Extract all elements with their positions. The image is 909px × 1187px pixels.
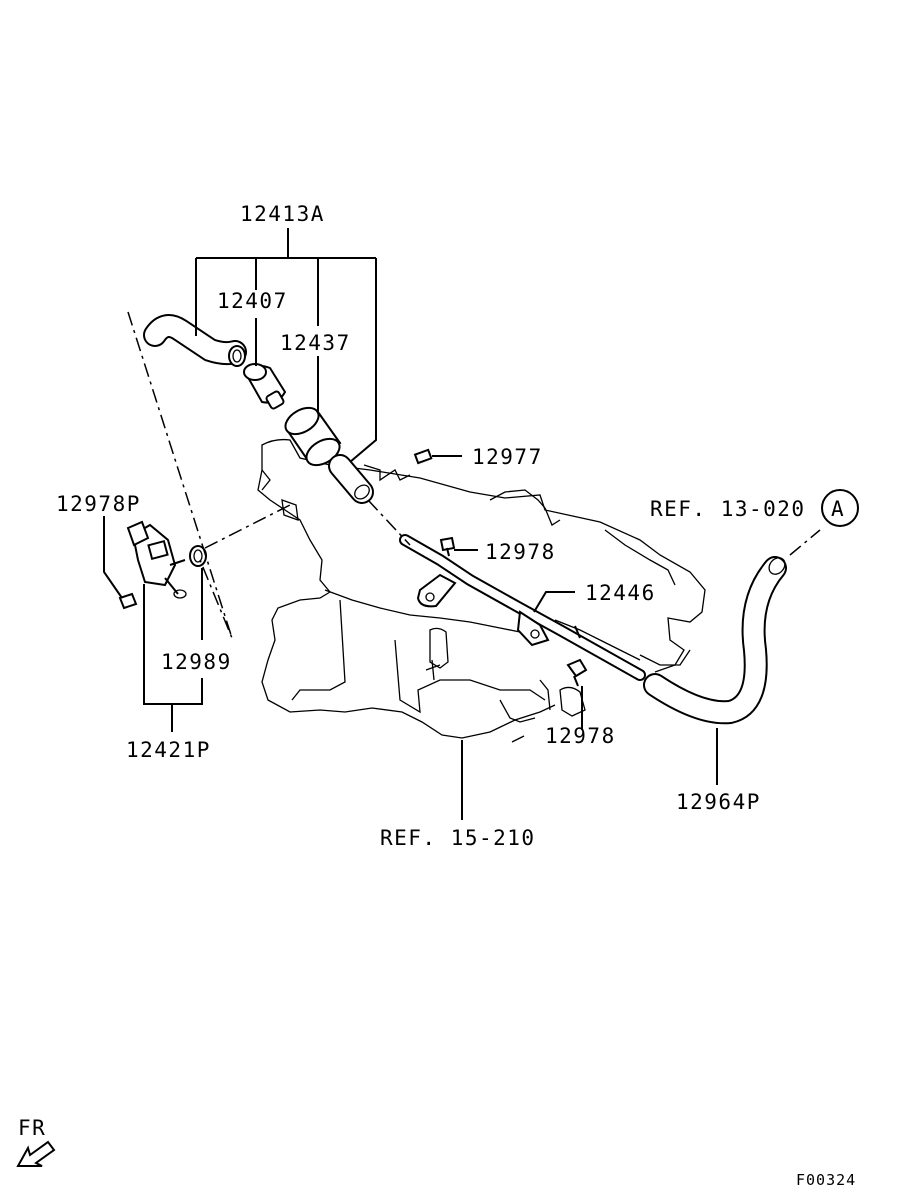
short-hose: [328, 454, 374, 504]
bolt-12978-upper: [439, 536, 456, 557]
label-12421P: 12421P: [126, 738, 211, 762]
connection-lines: [127, 311, 821, 639]
figure-code: F00324: [796, 1171, 856, 1187]
label-12446: 12446: [585, 581, 656, 605]
label-12413A: 12413A: [240, 202, 325, 226]
connector-a-marker: A: [821, 489, 859, 527]
purge-pipe: [399, 534, 646, 681]
label-12978P: 12978P: [56, 492, 141, 516]
label-12437: 12437: [280, 331, 351, 355]
bolt-12978-lower: [566, 658, 588, 687]
label-12407: 12407: [217, 289, 288, 313]
label-12977: 12977: [472, 445, 543, 469]
label-ref-13-020: REF. 13-020: [650, 497, 806, 521]
label-12964P: 12964P: [676, 790, 761, 814]
purge-solenoid: [126, 520, 187, 599]
pcv-valve: [243, 363, 287, 410]
label-ref-15-210: REF. 15-210: [380, 826, 536, 850]
label-12978-lower: 12978: [545, 724, 616, 748]
label-12978-upper: 12978: [485, 540, 556, 564]
label-12989: 12989: [161, 650, 232, 674]
front-direction-label: FR: [18, 1116, 46, 1140]
arrow-down-left-icon: [16, 1140, 56, 1167]
leader-lines: [103, 228, 718, 820]
front-direction-indicator: FR: [16, 1116, 56, 1167]
connector-a-letter: A: [831, 497, 845, 521]
bolt-12978P: [118, 592, 138, 610]
intake-manifold-outline: [257, 438, 706, 743]
vacuum-hose: [643, 556, 787, 725]
bolt-12977: [413, 448, 433, 465]
pcv-hose-upper: [143, 314, 247, 367]
